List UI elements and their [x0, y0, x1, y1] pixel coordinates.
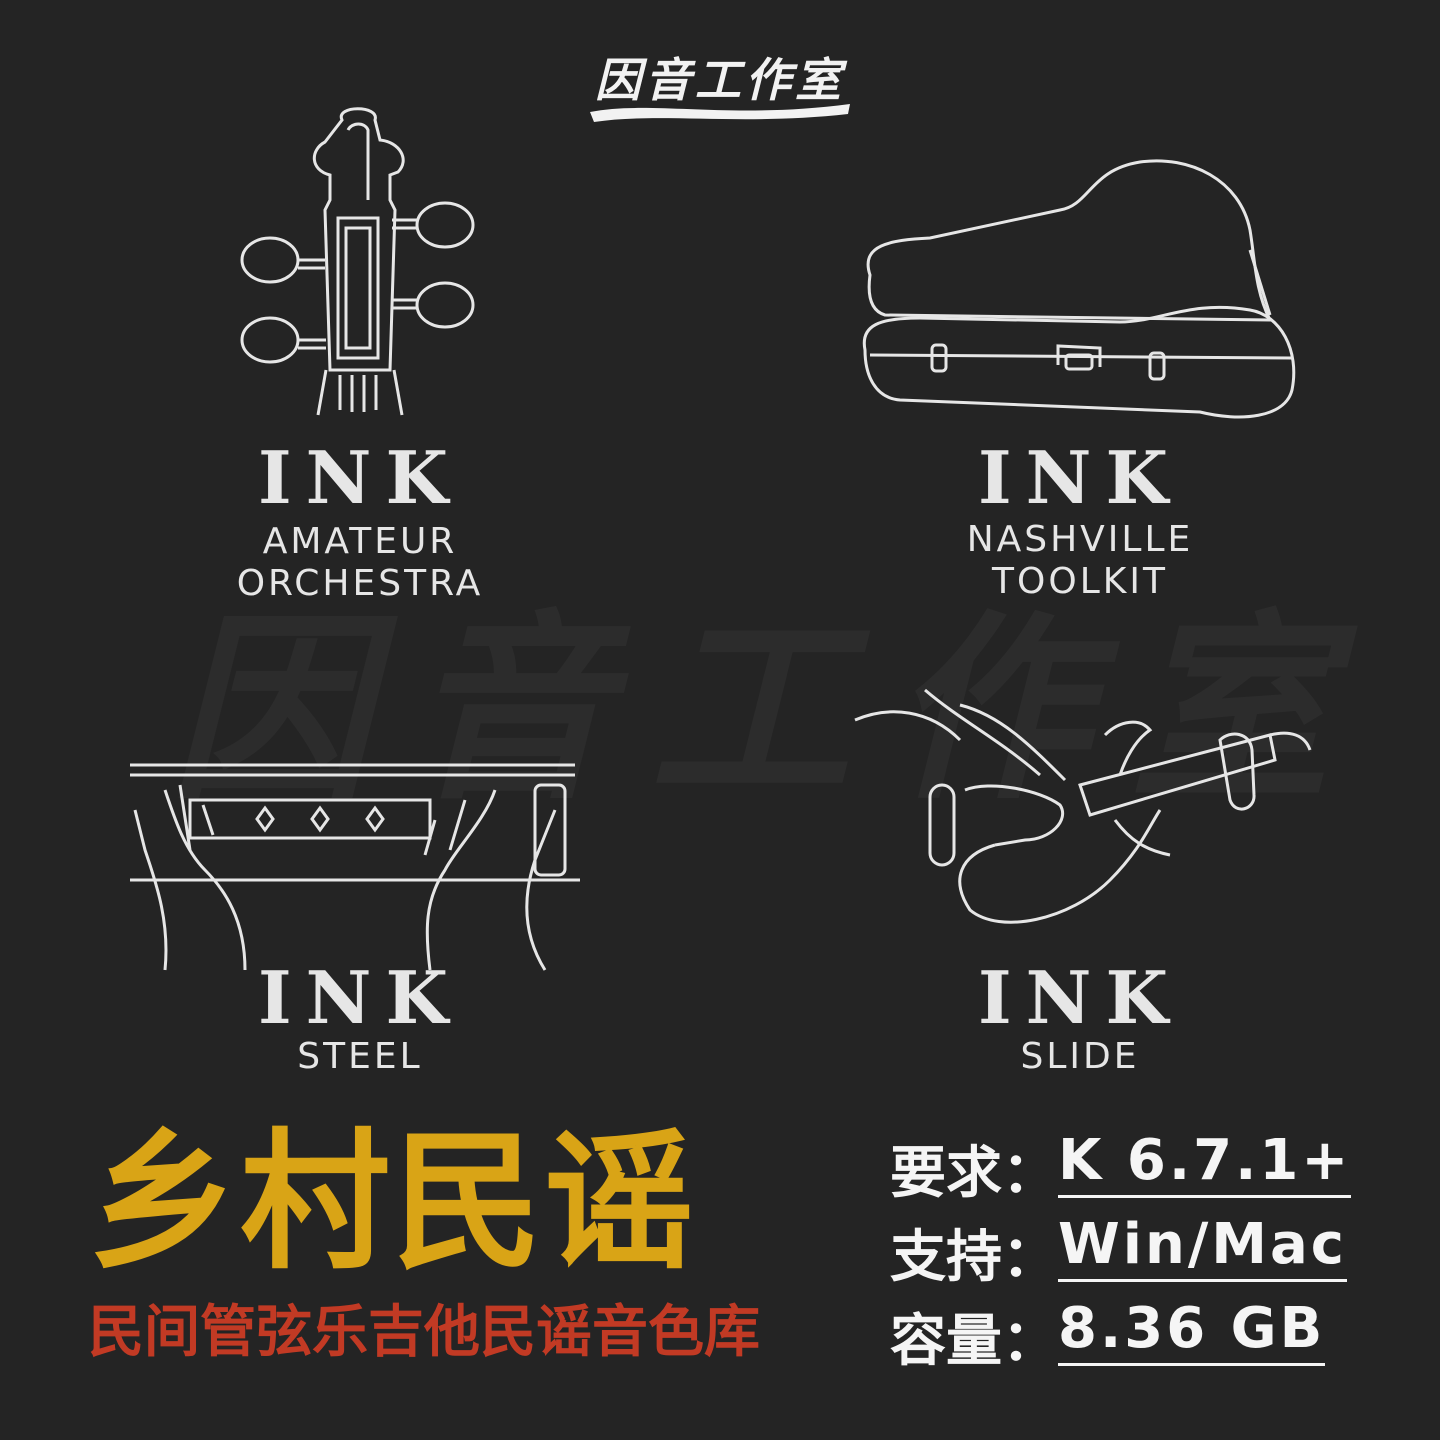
studio-logo-text: 因音工作室	[595, 53, 845, 107]
subtitle: 民间管弦乐吉他民谣音色库	[88, 1300, 760, 1365]
spec-row-platform: 支持：Win/Mac	[890, 1212, 1410, 1296]
product-name-line: STEEL	[297, 1036, 423, 1077]
brush-stroke-icon	[590, 104, 850, 122]
product-brand: INK	[977, 955, 1183, 1040]
spec-list: 要求：K 6.7.1+ 支持：Win/Mac 容量：8.36 GB	[890, 1128, 1410, 1380]
guitar-case-icon	[862, 159, 1296, 419]
product-name-line: SLIDE	[1020, 1036, 1140, 1077]
spec-row-requirement: 要求：K 6.7.1+	[890, 1128, 1410, 1212]
product-amateur-orchestra: INK AMATEUR ORCHESTRA	[100, 100, 620, 610]
product-steel: INK STEEL	[100, 740, 620, 1080]
product-name-line: NASHVILLE	[966, 519, 1194, 560]
watermark: 因音工作室	[170, 592, 1371, 827]
product-name-line: TOOLKIT	[992, 561, 1168, 602]
product-name-line: ORCHESTRA	[236, 563, 484, 604]
spec-value: Win/Mac	[1058, 1212, 1347, 1282]
slide-guitar-hands-icon	[854, 688, 1312, 924]
lap-steel-hands-icon	[130, 763, 580, 971]
spec-label: 支持：	[890, 1225, 1058, 1290]
product-name-line: AMATEUR	[262, 521, 458, 562]
product-brand: INK	[257, 435, 463, 520]
main-title: 乡村民谣	[88, 1116, 697, 1290]
product-brand: INK	[257, 955, 463, 1040]
studio-logo: 因音工作室	[560, 30, 880, 122]
spec-row-size: 容量：8.36 GB	[890, 1296, 1410, 1380]
product-nashville-toolkit: INK NASHVILLE TOOLKIT	[820, 140, 1340, 610]
spec-label: 要求：	[890, 1141, 1058, 1206]
product-slide: INK SLIDE	[820, 670, 1340, 1080]
product-brand: INK	[977, 435, 1183, 520]
violin-scroll-icon	[240, 107, 475, 416]
spec-value: 8.36 GB	[1058, 1296, 1326, 1366]
spec-value: K 6.7.1+	[1058, 1128, 1352, 1198]
spec-label: 容量：	[890, 1309, 1058, 1374]
